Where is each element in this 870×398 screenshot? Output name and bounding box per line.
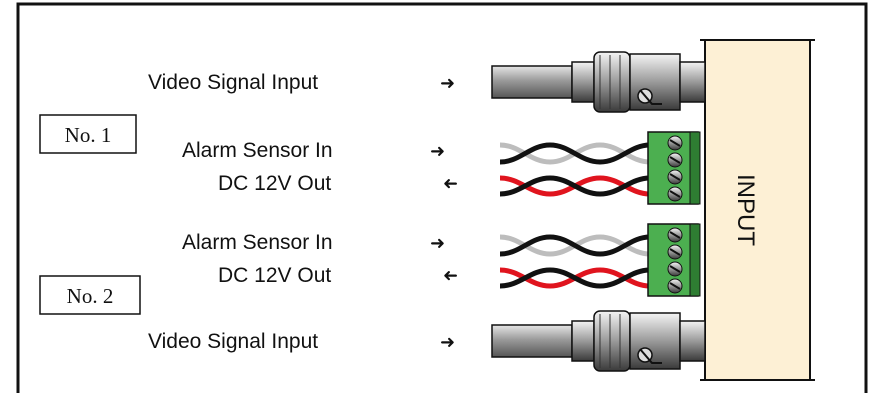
video-signal-label: Video Signal Input: [148, 71, 318, 94]
dc-12v-label: DC 12V Out: [218, 264, 331, 287]
channel-badge: No. 1: [39, 114, 137, 154]
page-border: [16, 2, 868, 393]
alarm-sensor-label: Alarm Sensor In: [182, 139, 333, 162]
unit-label: INPUT: [732, 174, 759, 246]
channel-2: No. 2 Alarm Sensor In ➜ DC 12V Out ➜: [39, 223, 706, 372]
input-unit: INPUT: [700, 39, 815, 381]
video-signal-label: Video Signal Input: [148, 330, 318, 353]
right-arrow-icon: ➜: [440, 332, 455, 352]
channel-1: No. 1 Video Signal Input ➜ Alarm Sensor …: [39, 51, 706, 205]
left-arrow-icon: ➜: [443, 174, 458, 194]
bnc-connector-icon: [491, 310, 706, 372]
channel-badge: No. 2: [39, 275, 141, 315]
dc-12v-label: DC 12V Out: [218, 172, 331, 195]
alarm-wires: [499, 142, 651, 165]
dc-wires: [499, 267, 651, 289]
right-arrow-icon: ➜: [430, 233, 445, 253]
dc-wires: [499, 175, 651, 197]
terminal-block-icon: [647, 223, 701, 297]
alarm-wires: [499, 234, 651, 257]
bnc-connector-icon: [491, 51, 706, 113]
right-arrow-icon: ➜: [440, 73, 455, 93]
channel-badge-label: No. 1: [65, 123, 112, 147]
terminal-block-icon: [647, 131, 701, 205]
channel-badge-label: No. 2: [67, 284, 114, 308]
alarm-sensor-label: Alarm Sensor In: [182, 231, 333, 254]
left-arrow-icon: ➜: [443, 266, 458, 286]
right-arrow-icon: ➜: [430, 141, 445, 161]
